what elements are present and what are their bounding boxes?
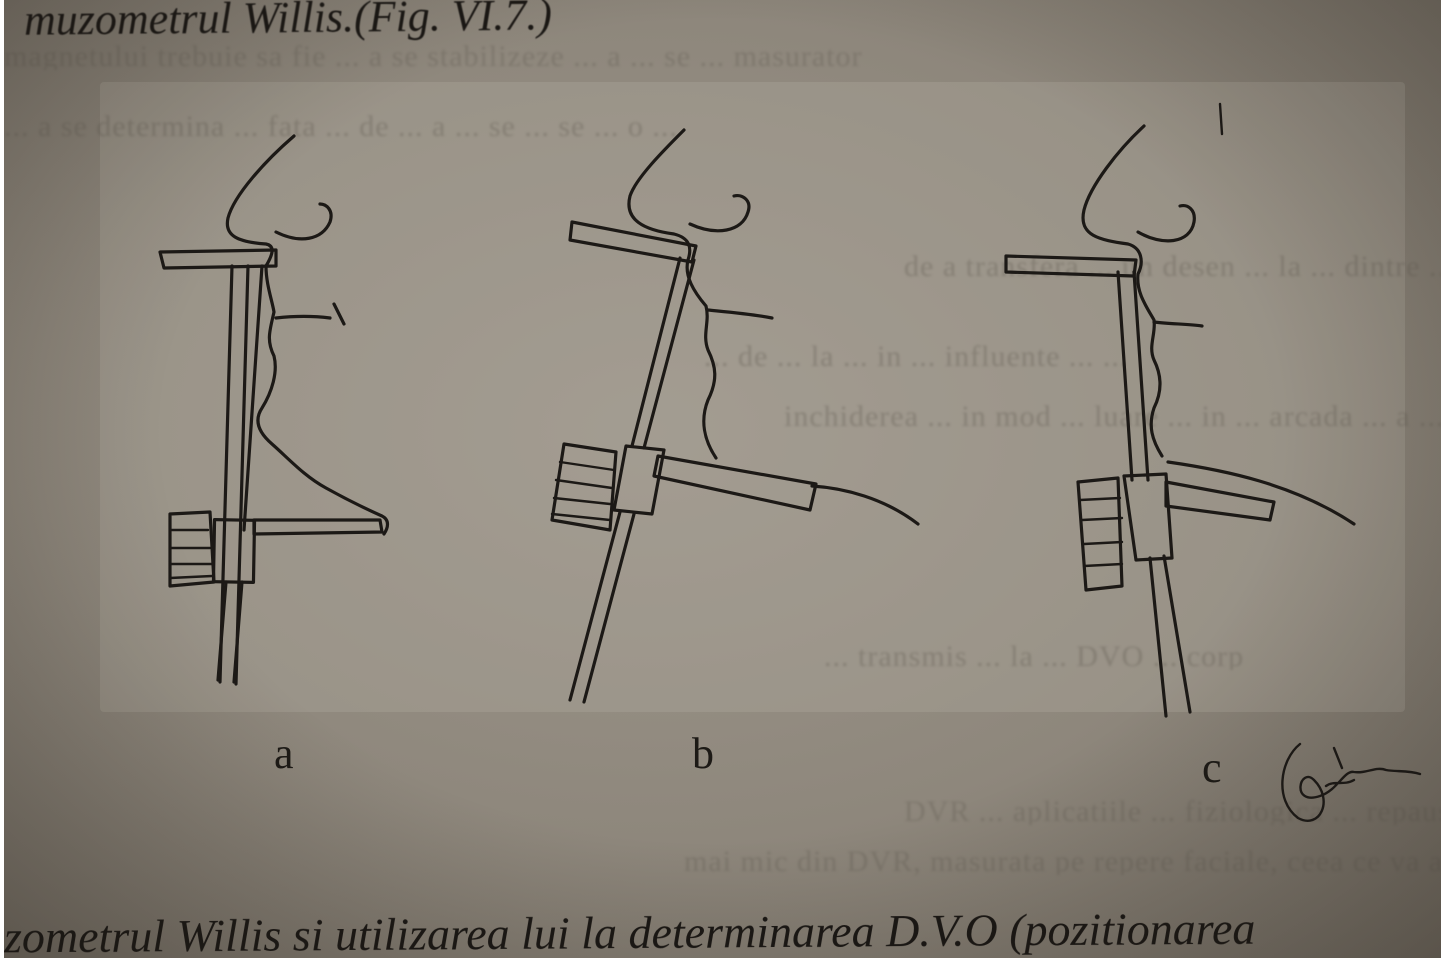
panel-c-knob [1078, 478, 1122, 590]
panel-b-nostril [690, 196, 749, 231]
panel-a-face-profile [227, 136, 387, 534]
panel-b-upper-arm [570, 222, 696, 262]
willis-gauge-figure [4, 0, 1441, 958]
panel-c-lip-line [1154, 322, 1202, 326]
panel-c-drawing [1006, 104, 1354, 716]
panel-label-b: b [692, 728, 714, 779]
panel-c-chin-curve [1168, 462, 1354, 524]
panel-a-nostril [276, 204, 331, 239]
panel-c-nostril [1138, 206, 1194, 241]
panel-b-lip-line [708, 310, 772, 318]
panel-a-lower-arm [254, 520, 382, 534]
bottom-caption: zometrul Willis si utilizarea lui la det… [4, 902, 1256, 958]
panel-label-c: c [1202, 742, 1222, 793]
panel-c-face-profile [1083, 126, 1162, 456]
panel-a-upper-arm [160, 250, 276, 268]
panel-b-chin-curve [812, 486, 918, 524]
panel-c-lower-arm [1166, 482, 1274, 520]
panel-b-vertical-rod [632, 258, 694, 448]
signature [1282, 744, 1420, 821]
panel-b-lower-arm [654, 456, 816, 510]
panel-label-a: a [274, 728, 294, 779]
panel-b-drawing [552, 130, 918, 702]
panel-a-drawing [160, 136, 388, 684]
photographed-page: magnetului trebuie sa fie ... a se stabi… [4, 0, 1441, 958]
panel-a-lip-line [276, 317, 330, 319]
signature-mark [1282, 744, 1420, 821]
panel-a-vertical-rod [220, 266, 262, 684]
panel-a-slider-block [213, 520, 254, 583]
